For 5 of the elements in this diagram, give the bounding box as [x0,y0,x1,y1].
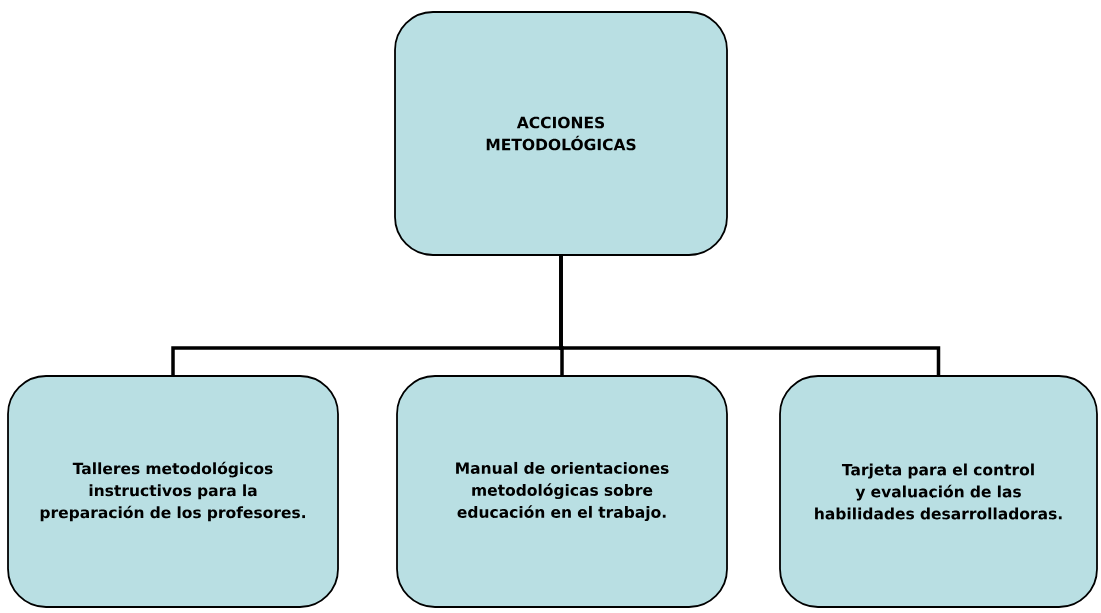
rounded-box: ACCIONES METODOLÓGICAS [394,11,728,256]
rounded-box: Tarjeta para el control y evaluación de las habilidades desarrolladoras. [779,375,1098,608]
rounded-box: Talleres metodológicos instructivos para la preparación de los profesores. [7,375,339,608]
connector-line [559,255,941,376]
rounded-box: Manual de orientaciones metodológicas sobre educación en el trabajo. [396,375,728,608]
